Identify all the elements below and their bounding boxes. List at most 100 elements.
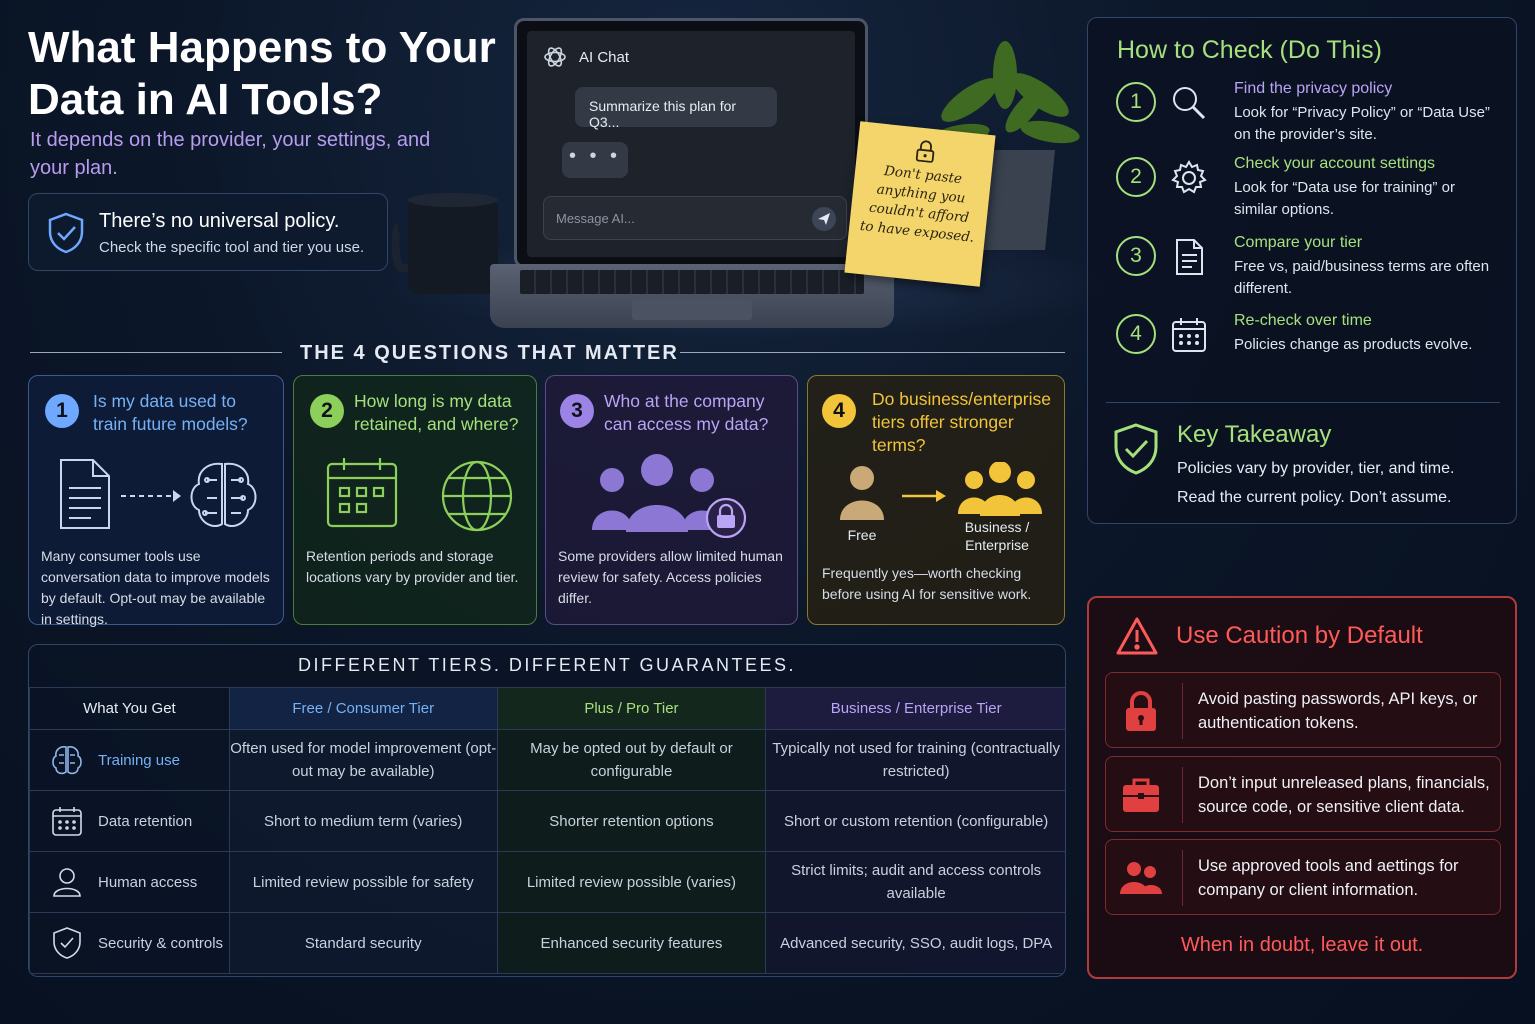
laptop-trackpad [632,298,752,320]
lock-badge-icon [705,497,747,538]
step-title: Check your account settings [1234,155,1435,172]
caution-text: Avoid pasting passwords, API keys, or au… [1198,690,1478,732]
cell-plus: Enhanced security features [496,912,767,974]
table-row: Security & controls Standard security En… [29,912,1065,974]
row-label-cell: Training use [29,729,230,791]
sticky-note-text: Don't paste anything you couldn't afford… [859,163,975,246]
check-divider [1106,402,1500,403]
person-icon [53,868,81,897]
shield-check-icon [1114,423,1158,475]
step-number: 2 [1116,157,1156,197]
caution-text: Use approved tools and aettings for comp… [1198,857,1459,899]
page-subtitle: It depends on the provider, your setting… [30,129,431,179]
table-row: Training use Often used for model improv… [29,729,1065,791]
question-title: Is my data used to train future models? [93,391,248,434]
step-title: Re-check over time [1234,312,1372,329]
section-divider-left [30,352,282,353]
question-card-3: 3 Who at the company can access my data?… [545,375,798,625]
laptop-keyboard [520,270,864,294]
step-body: Free vs, paid/business terms are often d… [1234,258,1490,297]
question-card-4: 4 Do business/enterprise tiers offer str… [807,375,1065,625]
cell-plus: Limited review possible (varies) [496,851,767,913]
header-free-tier: Free / Consumer Tier [228,687,498,730]
caution-text: Don’t input unreleased plans, financials… [1198,774,1490,816]
table-row: Data retention Short to medium term (var… [29,790,1065,852]
calendar-icon [52,807,82,836]
page-title: What Happens to Your Data in AI Tools? [28,23,496,124]
question-title: Who at the company can access my data? [604,391,769,434]
step-number: 4 [1116,314,1156,354]
question-number: 4 [822,394,856,428]
row-label-cell: Security & controls [29,912,230,974]
message-input[interactable]: Message AI... [543,196,847,240]
check-step-4: 4 Re-check over time Policies change as … [1116,312,1506,382]
step-number: 3 [1116,236,1156,276]
cell-plus: Shorter retention options [496,790,767,852]
laptop-screen: AI Chat Summarize this plan for Q3... • … [514,18,868,268]
question-body: Some providers allow limited human revie… [558,548,783,606]
calendar-icon [1172,318,1206,352]
caution-item-1: Avoid pasting passwords, API keys, or au… [1105,672,1501,748]
message-input-placeholder: Message AI... [556,211,635,226]
how-to-check-panel: How to Check (Do This) 1 Find the privac… [1087,17,1517,524]
send-button[interactable] [812,207,836,231]
policy-body: Check the specific tool and tier you use… [99,239,365,256]
free-to-business-illustration [840,462,1042,520]
caution-panel: Use Caution by Default Avoid pasting pas… [1087,596,1517,979]
question-number: 3 [560,394,594,428]
question-body: Frequently yes—worth checking before usi… [822,565,1032,602]
question-card-1: 1 Is my data used to train future models… [28,375,284,627]
questions-section-title: THE 4 QUESTIONS THAT MATTER [300,342,679,364]
lock-icon [915,140,935,163]
question-number: 1 [45,394,79,428]
takeaway-body: Policies vary by provider, tier, and tim… [1177,454,1454,512]
briefcase-icon [1123,778,1159,812]
sticky-note: Don't paste anything you couldn't afford… [844,121,996,287]
cell-business: Strict limits; audit and access controls… [765,851,1065,913]
chat-window: AI Chat Summarize this plan for Q3... • … [527,31,855,257]
question-title: Do business/enterprise tiers offer stron… [872,389,1051,455]
row-label: Human access [98,873,198,891]
warning-icon [1116,617,1158,655]
globe-icon [441,460,513,532]
coffee-mug-icon [392,193,498,294]
step-title: Compare your tier [1234,234,1363,251]
caution-divider [1182,767,1183,823]
laptop-base [490,264,894,328]
free-label: Free [847,527,877,543]
cell-business: Advanced security, SSO, audit logs, DPA [765,912,1065,974]
section-divider-right [680,352,1065,353]
caution-footer: When in doubt, leave it out. [1180,934,1424,956]
tiers-table: What You Get Free / Consumer Tier Plus /… [29,687,1065,974]
people-lock-illustration [592,454,747,538]
chat-app-title: AI Chat [579,49,630,66]
table-row: Human access Limited review possible for… [29,851,1065,913]
policy-title: There’s no universal policy. [99,210,340,232]
cell-free: Standard security [228,912,498,974]
step-number: 1 [1116,82,1156,122]
business-label: Business / Enterprise [964,519,1030,553]
people-icon [592,454,722,532]
brain-icon [190,462,257,528]
people-icon [1120,862,1162,894]
takeaway-line-1: Policies vary by provider, tier, and tim… [1177,460,1455,477]
brain-icon [52,746,82,775]
header-plus-tier: Plus / Pro Tier [496,687,767,730]
tiers-title: DIFFERENT TIERS. DIFFERENT GUARANTEES. [297,655,797,675]
step-title: Find the privacy policy [1234,80,1393,97]
document-icon [60,459,110,529]
lock-icon [1126,691,1156,731]
row-label-cell: Human access [29,851,230,913]
row-label: Training use [98,751,180,769]
caution-title: Use Caution by Default [1176,622,1423,649]
document-to-brain-illustration [60,459,257,529]
caution-item-2: Don’t input unreleased plans, financials… [1105,756,1501,832]
row-label: Data retention [98,812,193,830]
row-label-cell: Data retention [29,790,230,852]
row-label: Security & controls [98,934,224,952]
cell-free: Often used for model improvement (opt-ou… [228,729,498,791]
question-title: How long is my data retained, and where? [354,391,519,434]
ai-logo-icon [544,47,566,67]
shield-check-icon [53,927,81,959]
calendar-globe-illustration [326,458,513,532]
